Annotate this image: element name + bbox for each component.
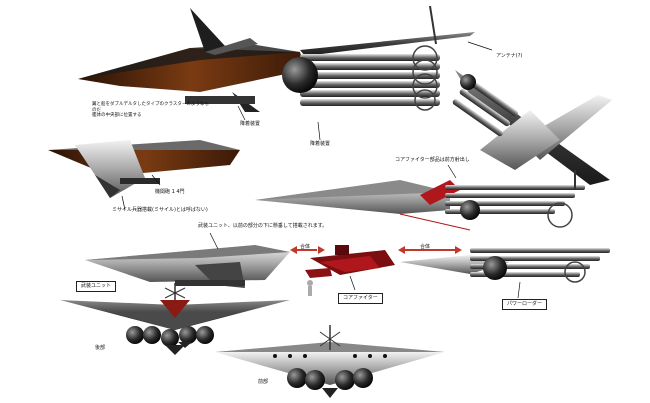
engine-tube-cluster [282, 5, 440, 111]
cannon-label: 機関砲 1 4門 [155, 189, 185, 195]
ship-side-view-right [255, 164, 585, 231]
core-fighter-detach-label: コアファイター部品は前方射出し [395, 157, 470, 163]
hull-rust-panel [78, 48, 305, 92]
front-view-label: 前部 [258, 379, 269, 385]
landing-gear-label-1: 降着装置 [240, 121, 261, 127]
weapon-unit-view [85, 232, 290, 288]
core-fighter-box: コアファイター [338, 293, 383, 304]
weapon-unit-box: 武装ユニット [76, 281, 117, 292]
landing-gear-label-2: 降着装置 [310, 141, 331, 147]
rear-view-label: 後部 [95, 345, 106, 351]
weapon-unit-note: 武装ユニット、以前の部分の下に懸垂して搭載されます。 [198, 223, 328, 229]
design-note-line-1: 翼と船をダブルデルタしたタイプのクラスターのようなものだ [92, 102, 209, 113]
tail-fin [190, 8, 225, 52]
ship-rear-view [60, 283, 290, 355]
power-loader-box: パワーローダー [502, 299, 548, 310]
merge-arrows [290, 246, 462, 254]
long-spine [300, 32, 475, 56]
core-fighter-separated [305, 245, 395, 296]
fin-ridge [205, 38, 258, 55]
missile-caption: ミサイル兵器搭載(ミサイル)とは呼ばない) [112, 207, 208, 213]
design-note-line-2: 艦体の中央部に位置する [92, 113, 142, 119]
power-loader-view [400, 248, 610, 299]
ship-angled-view [452, 70, 612, 185]
antenna-label: アンテナ(?) [496, 53, 523, 59]
landing-gear-bay [185, 96, 255, 104]
ship-delta-left [48, 140, 240, 211]
merge-label-right: 合体 [420, 244, 431, 250]
hull-top-edge [78, 44, 300, 79]
merge-label-left: 合体 [300, 244, 311, 250]
design-note: 翼と船をダブルデルタしたタイプのクラスターのようなものだ 艦体の中央部に位置する [92, 102, 212, 119]
ship-front-view [215, 325, 445, 398]
ship-side-view-full [78, 5, 493, 141]
